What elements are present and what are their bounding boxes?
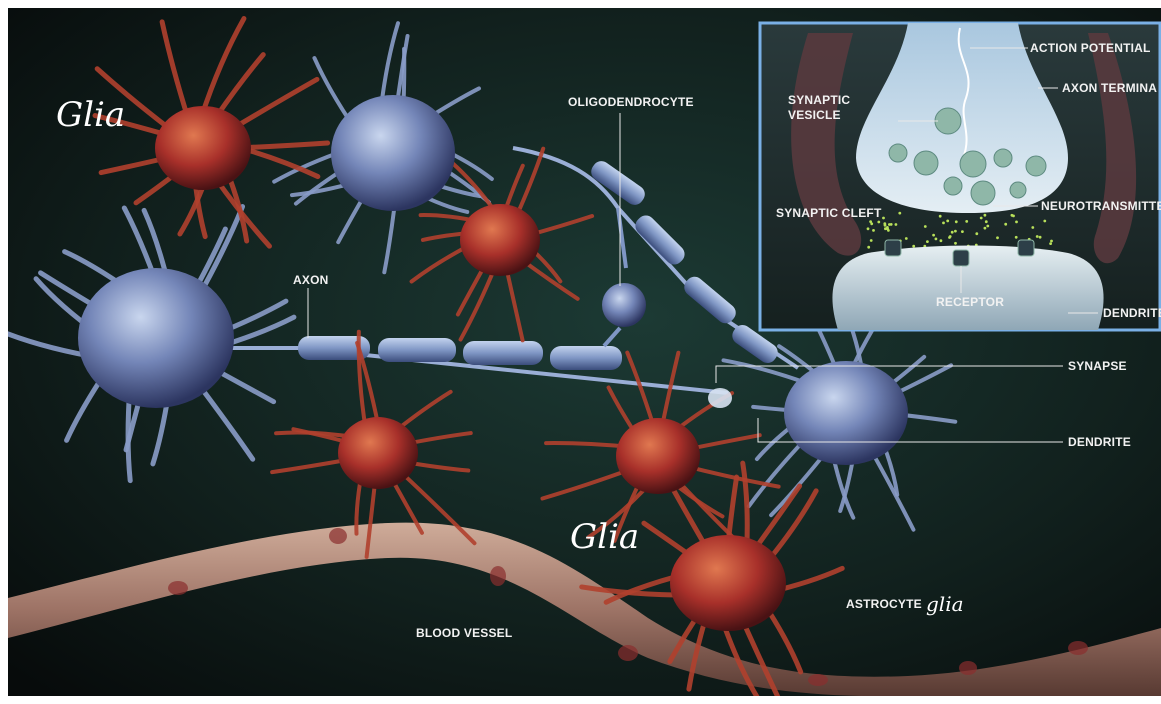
neurotransmitter-dot [984,214,987,217]
neurotransmitter-dot [985,220,988,223]
neurotransmitter-dot [869,220,872,223]
label-blood-vessel: BLOOD VESSEL [416,626,512,640]
glia-lower-left [338,417,418,489]
neurotransmitter-dot [942,222,945,225]
glia-top-left [155,106,251,190]
neurotransmitter-dot [884,224,887,227]
label-dendrite: DENDRITE [1068,435,1131,449]
label-inset-dendrite: DENDRITE [1103,306,1161,320]
neurotransmitter-dot [888,223,891,226]
neurotransmitter-dot [980,217,983,220]
synapse-inset: ACTION POTENTIAL AXON TERMINA SYNAPTIC V… [760,23,1161,330]
astrocyte-cell [670,535,786,631]
neurotransmitter-dot [1031,226,1034,229]
neurotransmitter-dot [951,231,954,234]
neuron-glia-illustration: ACTION POTENTIAL AXON TERMINA SYNAPTIC V… [8,8,1161,696]
neurotransmitter-dot [884,227,887,230]
label-axon: AXON [293,273,328,287]
neurotransmitter-dot [932,234,935,237]
neurotransmitter-dot [924,225,927,228]
neurotransmitter-dot [1004,223,1007,226]
neurotransmitter-dot [975,232,978,235]
neurotransmitter-dot [872,229,875,232]
label-oligodendrocyte: OLIGODENDROCYTE [568,95,694,109]
neurotransmitter-dot [954,230,957,233]
glia-top-middle [460,204,540,276]
neurotransmitter-dot [877,221,880,224]
neurotransmitter-dot [867,227,870,230]
neurotransmitter-dot [882,217,885,220]
neurotransmitter-dot [961,230,964,233]
neurotransmitter-dot [912,245,915,248]
neurotransmitter-dot [895,223,898,226]
label-receptor: RECEPTOR [936,295,1004,309]
neurotransmitter-dot [1012,215,1015,218]
illustration-canvas: ACTION POTENTIAL AXON TERMINA SYNAPTIC V… [8,8,1161,696]
label-synaptic-vesicle-1: SYNAPTIC [788,93,850,107]
label-neurotransmitter: NEUROTRANSMITTE [1041,199,1161,213]
handwritten-glia-astrocyte: glia [926,592,964,616]
label-synaptic-vesicle-2: VESICLE [788,108,841,122]
neurotransmitter-dot [1039,236,1042,239]
neurotransmitter-dot [1015,221,1018,224]
label-synaptic-cleft: SYNAPTIC CLEFT [776,206,882,220]
neurotransmitter-dot [1036,235,1039,238]
neurotransmitter-dot [940,239,943,242]
neurotransmitter-dot [870,239,873,242]
neurotransmitter-dot [905,237,908,240]
neurotransmitter-dot [984,227,987,230]
label-action-potential: ACTION POTENTIAL [1030,41,1151,55]
neurotransmitter-dot [955,220,958,223]
neurotransmitter-dot [935,238,938,241]
neurotransmitter-dot [898,212,901,215]
neurotransmitter-dot [1050,240,1053,243]
neurotransmitter-dot [965,220,968,223]
neurotransmitter-dot [939,215,942,218]
handwritten-glia-top: Glia [56,95,125,135]
neurotransmitter-dot [986,225,989,228]
glia-middle [616,418,700,494]
neurotransmitter-dot [867,246,870,249]
neurotransmitter-dot [948,236,951,239]
label-axon-terminal: AXON TERMINA [1062,81,1157,95]
neuron-left [78,268,234,408]
neurotransmitter-dot [996,236,999,239]
neurotransmitter-dot [1043,220,1046,223]
neurotransmitter-dot [946,220,949,223]
neurotransmitter-dot [926,240,929,243]
label-astrocyte: ASTROCYTE [846,597,922,611]
neuron-top [331,95,455,211]
neurotransmitter-dot [1049,242,1052,245]
label-synapse: SYNAPSE [1068,359,1127,373]
neurotransmitter-dot [1015,236,1018,239]
handwritten-glia-middle: Glia [570,517,639,557]
neurotransmitter-dot [954,242,957,245]
synapse-bulb [708,388,732,408]
